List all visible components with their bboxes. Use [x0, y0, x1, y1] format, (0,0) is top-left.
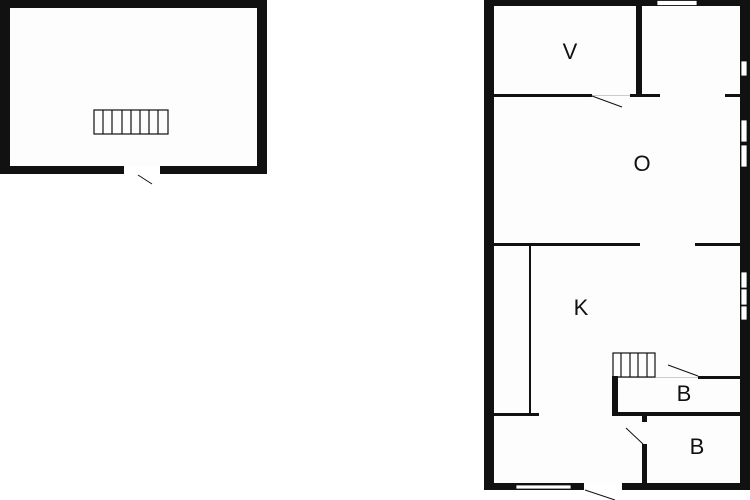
outbuilding — [0, 0, 267, 185]
main-house: V O K B B — [484, 0, 750, 500]
room-label-v: V — [563, 39, 578, 64]
room-label-b1: B — [677, 381, 692, 406]
room-label-b2: B — [690, 434, 705, 459]
door-swing-icon — [137, 174, 153, 185]
stairs-icon — [612, 352, 656, 378]
door-opening — [124, 166, 160, 174]
room-label-k: K — [574, 295, 589, 320]
stairs-icon — [93, 109, 169, 135]
door-swing-icon — [584, 95, 699, 500]
window-icon — [515, 0, 748, 490]
room-label-o: O — [633, 151, 650, 176]
